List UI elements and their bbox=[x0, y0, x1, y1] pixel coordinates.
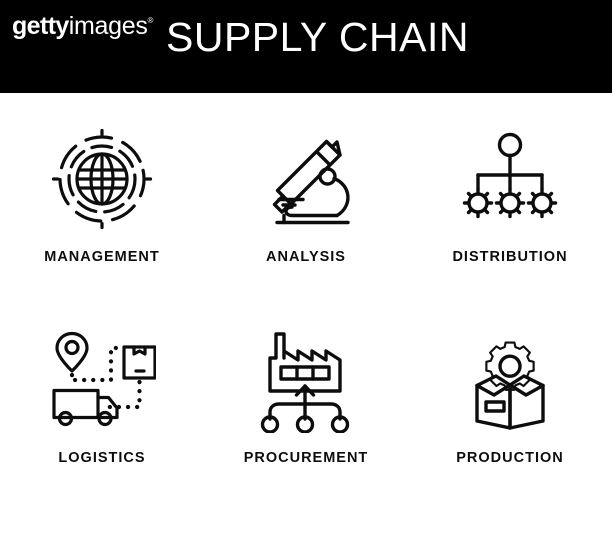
grid-item-distribution[interactable]: DISTRIBUTION bbox=[408, 123, 612, 265]
getty-images-logo: gettyimages® bbox=[12, 14, 153, 39]
globe-network-icon bbox=[42, 123, 162, 235]
grid-item-label: LOGISTICS bbox=[58, 450, 146, 466]
truck-package-route-icon bbox=[42, 326, 162, 436]
logo-text-getty: getty bbox=[12, 12, 69, 40]
factory-arrow-icon bbox=[246, 326, 366, 436]
grid-item-management[interactable]: MANAGEMENT bbox=[0, 123, 204, 265]
page-title: SUPPLY CHAIN bbox=[166, 14, 469, 60]
open-box-gear-icon bbox=[450, 326, 570, 436]
grid-item-production[interactable]: PRODUCTION bbox=[408, 326, 612, 466]
grid-item-label: DISTRIBUTION bbox=[452, 249, 568, 265]
grid-item-label: ANALYSIS bbox=[266, 249, 346, 265]
grid-item-label: PROCUREMENT bbox=[243, 450, 369, 466]
grid-item-label: PRODUCTION bbox=[456, 450, 564, 466]
grid-item-logistics[interactable]: LOGISTICS bbox=[0, 326, 204, 466]
grid-item-procurement[interactable]: PROCUREMENT bbox=[204, 326, 408, 466]
grid-item-analysis[interactable]: ANALYSIS bbox=[204, 123, 408, 265]
grid-item-label: MANAGEMENT bbox=[44, 249, 160, 265]
hierarchy-gears-icon bbox=[450, 123, 570, 235]
microscope-icon bbox=[246, 123, 366, 235]
header-band: gettyimages® SUPPLY CHAIN bbox=[0, 0, 612, 93]
logo-text-images: images bbox=[68, 12, 148, 40]
registered-trademark-icon: ® bbox=[147, 15, 154, 25]
icon-grid: MANAGEMENT bbox=[0, 93, 612, 556]
